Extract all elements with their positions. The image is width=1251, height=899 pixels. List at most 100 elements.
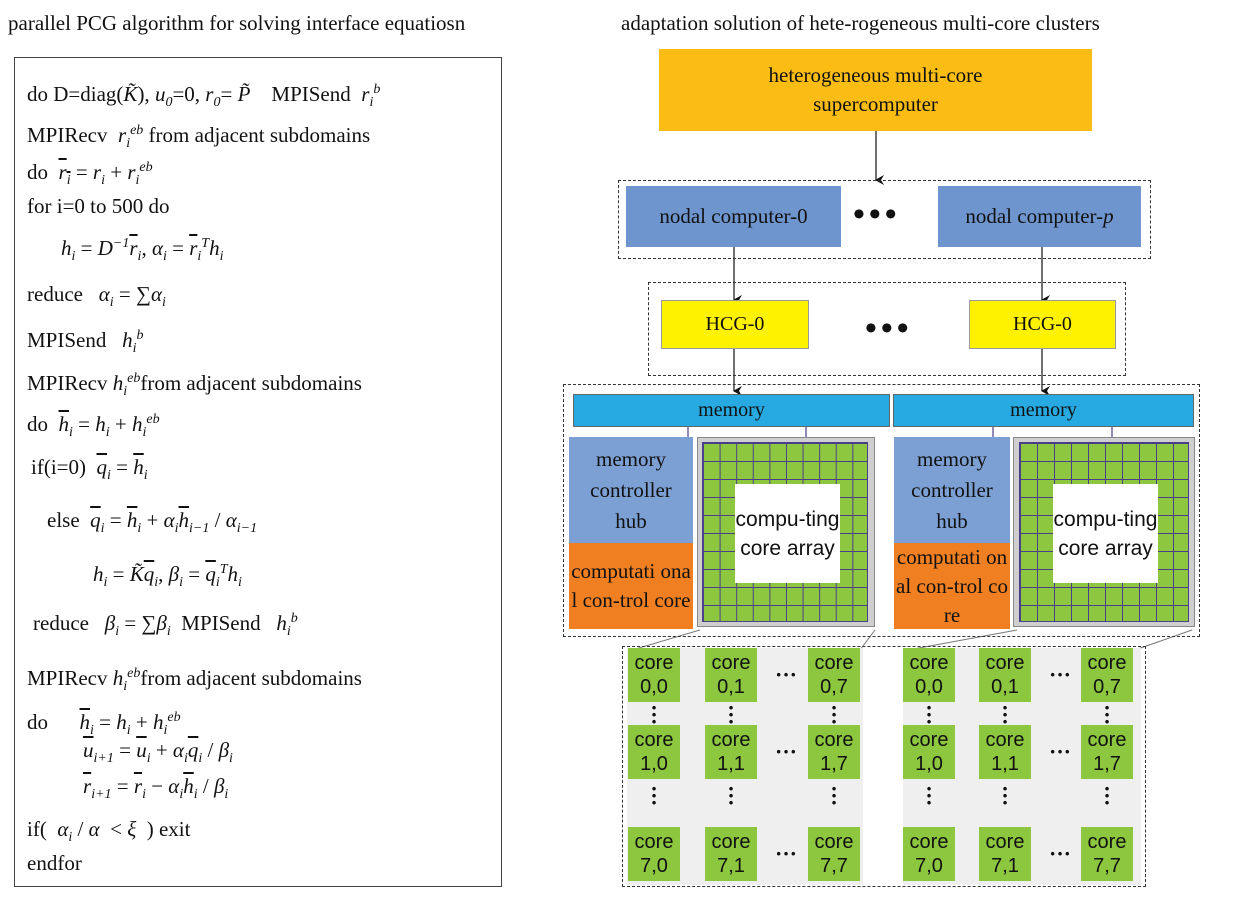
algo-line-11: else qi = hi + αihi−1 / αi−1	[47, 508, 258, 537]
hcg-ellipsis: •••	[865, 310, 913, 347]
core-cell-index: 1,1	[991, 753, 1019, 775]
algo-line-17: ri+1 = ri − αihi / βi	[83, 774, 229, 803]
computing-core-array-left: compu-ting core array	[735, 484, 840, 583]
core-cell-index: 7,0	[915, 855, 943, 877]
core-cell-label: core	[634, 831, 674, 853]
algo-line-8: MPIRecv hiebfrom adjacent subdomains	[27, 371, 362, 400]
core-cell-index: 1,0	[640, 753, 668, 775]
core-cell-index: 1,7	[1093, 753, 1121, 775]
core-cell-index: 0,1	[717, 676, 745, 698]
core-column-ellipsis: ···	[727, 695, 735, 734]
core-row-ellipsis: ···	[775, 841, 798, 866]
algo-line-12: hi = K̃qi, βi = qiThi	[93, 562, 242, 591]
supercomputer-box: heterogeneous multi-core supercomputer	[659, 49, 1092, 131]
computational-control-core-left: computati onal con-trol core	[569, 543, 693, 629]
core-cell-index: 0,0	[640, 676, 668, 698]
supercomputer-label: heterogeneous multi-core supercomputer	[768, 63, 983, 116]
core-detail-group	[622, 646, 1146, 887]
core-cell-label: core	[1087, 831, 1127, 853]
core-cell-index: 0,7	[1093, 676, 1121, 698]
core-column-ellipsis: ···	[727, 776, 735, 815]
algo-line-19: endfor	[27, 851, 82, 875]
core-column-ellipsis: ···	[1001, 695, 1009, 734]
hcg-left-label: HCG-0	[705, 313, 765, 335]
ccc-right-label: computati onal con-trol core	[896, 544, 1008, 627]
processor-group	[563, 384, 1200, 637]
core-cell-label: core	[985, 831, 1025, 853]
memory-right: memory	[893, 394, 1194, 427]
algo-line-9: do hi = hi + hieb	[27, 412, 160, 441]
nodal-computer-p: nodal computer-p	[938, 186, 1141, 247]
algorithm-box: do D=diag(K̃), u0=0, r0= P̃ MPISend rib …	[14, 57, 502, 887]
core-cell-label: core	[634, 652, 674, 674]
core-column-ellipsis: ···	[650, 695, 658, 734]
nodal-computer-0: nodal computer-0	[626, 186, 841, 247]
core-cell-index: 1,1	[717, 753, 745, 775]
algo-line-13: reduce βi = ∑βi MPISend hib	[33, 611, 298, 640]
core-row-ellipsis: ···	[1049, 841, 1072, 866]
core-row-ellipsis: ···	[775, 662, 798, 687]
computational-control-core-right: computati onal con-trol core	[894, 543, 1010, 629]
hcg-left: HCG-0	[661, 300, 809, 349]
core-cell-index: 7,7	[1093, 855, 1121, 877]
memory-controller-hub-left: memory controller hub	[569, 437, 693, 543]
core-cell-label: core	[711, 652, 751, 674]
core-cell-index: 7,0	[640, 855, 668, 877]
hcg-group	[648, 282, 1126, 376]
nodal-computer-p-index: p	[1103, 204, 1114, 228]
algo-line-14: MPIRecv hiebfrom adjacent subdomains	[27, 666, 362, 695]
algo-line-5: hi = D−1ri, αi = riThi	[61, 236, 224, 265]
cca-left-label: compu-ting core array	[735, 507, 840, 560]
core-cell-index: 7,1	[717, 855, 745, 877]
core-cell-label: core	[909, 831, 949, 853]
mch-left-label: memory controller hub	[590, 446, 672, 533]
memory-left: memory	[573, 394, 890, 427]
core-column-ellipsis: ···	[1103, 776, 1111, 815]
memory-controller-hub-right: memory controller hub	[894, 437, 1010, 543]
core-cell-index: 1,7	[820, 753, 848, 775]
nodal-computer-p-label: nodal computer-	[965, 204, 1104, 228]
core-cell-index: 7,1	[991, 855, 1019, 877]
core-cell-index: 0,1	[991, 676, 1019, 698]
algo-line-7: MPISend hib	[27, 328, 144, 357]
algo-line-4: for i=0 to 500 do	[27, 194, 170, 218]
core-cell-index: 7,7	[820, 855, 848, 877]
core-cell-label: core	[814, 831, 854, 853]
cca-right-label: compu-ting core array	[1053, 507, 1158, 560]
core-cell-label: core	[1087, 729, 1127, 751]
core-column-ellipsis: ···	[650, 776, 658, 815]
hcg-right: HCG-0	[969, 300, 1116, 349]
core-cell-label: core	[814, 729, 854, 751]
algo-line-6: reduce αi = ∑αi	[27, 282, 166, 311]
core-cell-label: core	[1087, 652, 1127, 674]
computing-core-array-right: compu-ting core array	[1053, 484, 1158, 583]
core-cell-label: core	[985, 729, 1025, 751]
algo-line-1: do D=diag(K̃), u0=0, r0= P̃ MPISend rib	[27, 82, 381, 111]
algo-line-15: do hi = hi + hieb	[27, 710, 181, 739]
core-column-ellipsis: ···	[1001, 776, 1009, 815]
core-column-ellipsis: ···	[830, 776, 838, 815]
core-row-ellipsis: ···	[775, 739, 798, 764]
memory-left-label: memory	[698, 399, 765, 421]
nodes-ellipsis: •••	[853, 196, 901, 233]
core-cell-label: core	[711, 831, 751, 853]
algo-line-2: MPIRecv rieb from adjacent subdomains	[27, 123, 371, 152]
core-cell-index: 0,7	[820, 676, 848, 698]
core-cell-label: core	[985, 652, 1025, 674]
core-cell-label: core	[814, 652, 854, 674]
algorithm-title: parallel PCG algorithm for solving inter…	[8, 11, 466, 35]
algo-line-18: if( αi / α < ξ ) exit	[27, 817, 191, 846]
core-cell-label: core	[909, 652, 949, 674]
